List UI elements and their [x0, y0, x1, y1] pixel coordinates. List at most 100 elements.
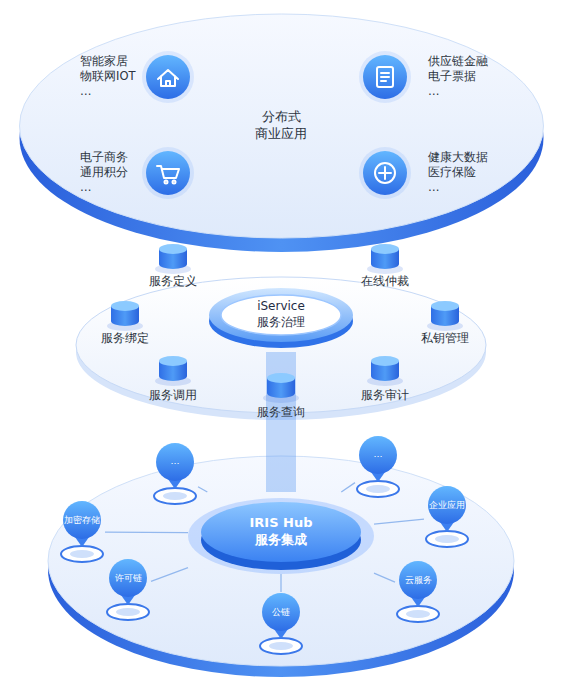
icon-circle [363, 55, 407, 99]
hub-halo [188, 498, 374, 574]
text-block: … [152, 455, 198, 467]
node-base-inner [435, 535, 459, 543]
node-label: 分布式 商业应用 [231, 108, 331, 142]
node-label: 公链 [258, 606, 304, 618]
node-label: 服务绑定 [93, 331, 157, 346]
chain-node-shape [355, 435, 401, 499]
node-label: 服务调用 [141, 388, 205, 403]
cylinder-top [371, 356, 399, 366]
node-label: iService 服务治理 [231, 298, 331, 330]
app-item: 智能家居 物联网IOT … [80, 52, 195, 102]
node-label: 企业应用 [424, 499, 470, 511]
node-base-inner [70, 550, 94, 558]
text-block: 电子商务 通用积分 … [80, 150, 144, 195]
hub-spoke [198, 487, 207, 492]
node-label: 许可链 [105, 572, 151, 584]
node-base-inner [406, 610, 430, 618]
service-cylinder: 在线仲裁 [353, 243, 417, 293]
chain-node: 云服务 [395, 560, 441, 624]
node-label: 健康大数据 医疗保险 … [428, 150, 502, 195]
text-block: 服务定义 [141, 274, 205, 289]
hub-spoke [151, 568, 188, 582]
chain-node: 企业应用 [424, 485, 470, 549]
app-item: 健康大数据 医疗保险 … [362, 148, 502, 198]
node-base [154, 488, 196, 504]
hub-spoke [280, 574, 281, 592]
node-label: 智能家居 物联网IOT … [80, 54, 144, 99]
node-base [107, 604, 149, 620]
cylinder-top [431, 301, 459, 311]
chain-node: 许可链 [105, 558, 151, 622]
chain-node: … [152, 442, 198, 506]
text-block: 智能家居 物联网IOT … [80, 54, 144, 99]
ring-inner [221, 295, 341, 335]
app-item: 供应链金融 电子票据 … [362, 52, 502, 102]
chain-node-shape [105, 558, 151, 622]
cylinder-top [371, 244, 399, 254]
icon-circle [146, 151, 190, 195]
node-label: IRIS Hub 服务集成 [236, 514, 326, 548]
icon-halo [142, 51, 194, 103]
hub-spoke [105, 531, 188, 533]
middle-disc [76, 277, 486, 413]
chain-node-shape [395, 560, 441, 624]
app-layer-disc: 分布式 商业应用 智能家居 物联网IOT … 供应链金融 电子票据 … 电子商务 通用… [18, 8, 545, 260]
text-block: 私钥管理 [413, 331, 477, 346]
hub-face [201, 502, 361, 562]
icon-halo [142, 147, 194, 199]
text-block: 供应链金融 电子票据 … [428, 54, 502, 99]
chain-node: … [355, 435, 401, 499]
icon-halo [359, 51, 411, 103]
node-label: 服务审计 [353, 388, 417, 403]
service-cylinder: 服务调用 [141, 355, 205, 405]
text-block: 服务绑定 [93, 331, 157, 346]
text-block: IRIS Hub 服务集成 [236, 514, 326, 548]
node-label: 服务查询 [249, 405, 313, 420]
hub-spoke [341, 483, 355, 492]
chain-node: 公链 [258, 592, 304, 656]
text-block: 加密存储 [59, 514, 105, 526]
chain-node-shape [424, 485, 470, 549]
node-base-inner [366, 485, 390, 493]
node-base [61, 546, 103, 562]
text-block: … [355, 448, 401, 460]
text-block: 公链 [258, 606, 304, 618]
node-label: 云服务 [395, 574, 441, 586]
text-block: 分布式 商业应用 [231, 108, 331, 142]
service-cylinder: 私钥管理 [413, 300, 477, 350]
node-label: … [355, 448, 401, 460]
icon-halo [359, 147, 411, 199]
text-block: 在线仲裁 [353, 274, 417, 289]
service-cylinder: 服务定义 [141, 243, 205, 293]
node-label: … [152, 455, 198, 467]
chain-node-shape [59, 500, 105, 564]
icon-circle [146, 55, 190, 99]
chain-node: 加密存储 [59, 500, 105, 564]
node-label: 在线仲裁 [353, 274, 417, 289]
node-label: 供应链金融 电子票据 … [428, 54, 502, 99]
hub-disc: IRIS Hub 服务集成 [188, 492, 374, 574]
text-block: 服务审计 [353, 388, 417, 403]
node-label: 私钥管理 [413, 331, 477, 346]
text-block: 服务调用 [141, 388, 205, 403]
text-block: 云服务 [395, 574, 441, 586]
service-cylinder: 服务查询 [249, 372, 313, 422]
chain-node-shape [258, 592, 304, 656]
node-base [397, 606, 439, 622]
cylinder-top [267, 373, 295, 383]
node-base [260, 638, 302, 654]
app-item: 电子商务 通用积分 … [80, 148, 195, 198]
hub-spoke [374, 573, 395, 582]
node-base [357, 481, 399, 497]
node-label: 电子商务 通用积分 … [80, 150, 144, 195]
node-base-inner [163, 492, 187, 500]
text-block: iService 服务治理 [231, 298, 331, 330]
governance-ring: iService 服务治理 [206, 284, 356, 352]
text-block: 服务查询 [249, 405, 313, 420]
text-block: 许可链 [105, 572, 151, 584]
hub-spoke [374, 519, 424, 524]
text-block: 企业应用 [424, 499, 470, 511]
ring-outer [209, 288, 353, 342]
cylinder-top [159, 244, 187, 254]
